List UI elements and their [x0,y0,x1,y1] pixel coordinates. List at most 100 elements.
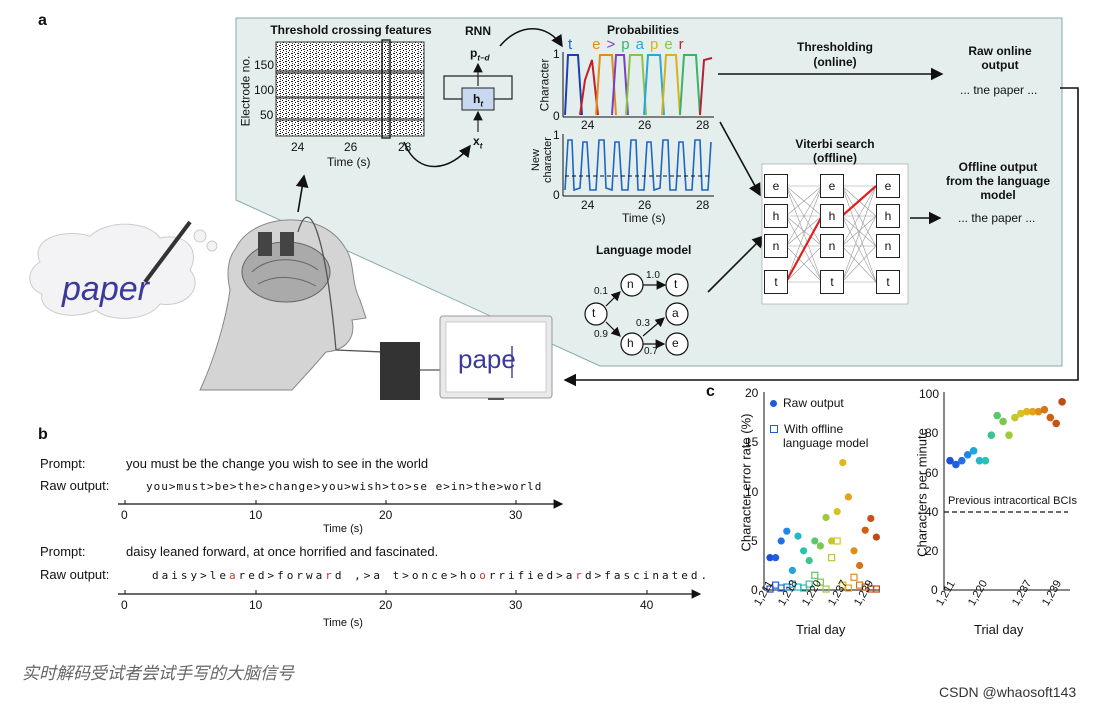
right-xtick-3: 1,237 [1010,578,1035,608]
left-xtick-4: 1,237 [826,578,851,608]
viterbi-sub: (offline) [813,151,857,165]
cpm-point [1011,413,1019,422]
raw-1-label: Raw output: [40,478,110,493]
b1-tick-10: 10 [249,508,263,522]
raster-xlabel: Time (s) [327,155,371,169]
lm-node-h: h [627,336,634,350]
left-ytick-0: 0 [751,583,758,597]
cpm-point [1022,407,1031,416]
newchar-ytick-1: 1 [553,128,560,142]
raw-output-point [822,513,830,522]
newchar-ylabel: New character [530,137,554,183]
electrode-axis-label: Electrode no. [238,55,253,127]
raw-2-text: daisy>leared>forward ,>a t>once>hoorrifi… [152,569,711,582]
cpm-point [1040,405,1049,414]
b1-xlabel: Time (s) [323,523,363,535]
cpm-point [946,456,954,465]
raw-output-point [811,537,819,545]
right-ytick-20: 20 [925,544,939,558]
raw-1-text: you>must>be>the>change>you>wish>to>se e>… [146,480,543,493]
right-ytick-100: 100 [919,387,940,401]
raster-xtick-26: 26 [344,140,358,154]
raw-output-point [872,533,881,541]
b2-tick-40: 40 [640,598,654,612]
left-ytick-5: 5 [751,534,758,548]
offline-output-point [850,573,858,581]
raw-output-point [800,547,808,555]
cpm-point [1034,407,1043,416]
raw-output-point [856,561,864,570]
new-character-plot [562,134,714,197]
raw-output-point [777,537,785,545]
cpm-point [1005,431,1013,439]
prev-bci-label: Previous intracortical BCIs [948,495,1077,507]
legend-raw: Raw output [770,396,844,410]
probability-plot [562,52,714,118]
lm-node-e: e [672,336,679,350]
lm-node-t2: t [674,277,678,291]
prob-xtick-28: 28 [696,118,710,132]
prompt-2-text: daisy leaned forward, at once horrified … [126,544,439,559]
prob-xtick-26: 26 [638,118,652,132]
raw-output-point [772,554,780,562]
cpm-point [963,450,972,459]
b1-tick-30: 30 [509,508,523,522]
b1-tick-20: 20 [379,508,393,522]
b1-tick-0: 0 [121,508,128,522]
raster-plot [275,41,425,137]
lm-node-n: n [627,277,634,291]
rnn-hidden-label: ht [473,92,484,109]
probability-ylabel: Character [537,58,552,112]
language-model-graph [605,280,667,349]
left-xtick-5: 1,239 [852,578,877,608]
raw-output-point [783,527,791,535]
raster-xtick-24: 24 [291,140,305,154]
rnn-title: RNN [465,24,491,38]
raw-output-point [766,554,774,562]
thought-bubble [29,223,218,319]
prompt-2-label: Prompt: [40,544,86,559]
cpm-point [993,411,1001,420]
b2-tick-0: 0 [121,598,128,612]
computer-box [380,342,420,400]
raw-output-point [816,542,825,550]
electrode-tick-100: 100 [254,83,275,97]
cpm-point [958,456,966,465]
electrode-tick-150: 150 [254,58,275,72]
prob-xtick-24: 24 [581,118,595,132]
prob-ytick-1: 1 [553,47,560,61]
cpm-point [969,447,978,455]
raw-output-point [788,566,797,575]
cpm-point [975,456,984,465]
left-xlabel: Trial day [796,622,846,637]
right-ytick-0: 0 [931,583,938,597]
newchar-xtick-26: 26 [638,198,652,212]
cpm-point [981,456,990,465]
raw-output-point [861,526,869,534]
screen-text: pape [458,344,516,374]
left-ytick-20: 20 [745,386,759,400]
raw-output-point [850,547,858,555]
viterbi-title: Viterbi search [795,137,875,151]
b2-tick-20: 20 [379,598,393,612]
thresholding-sub: (online) [813,55,857,69]
raw-output-point [794,532,802,540]
newchar-xtick-24: 24 [581,198,595,212]
prompt-1-text: you must be the change you wish to see i… [126,456,429,471]
prompt-1-label: Prompt: [40,456,86,471]
right-xlabel: Trial day [974,622,1024,637]
raw-online-title: Raw online output [968,44,1032,72]
raw-output-point [805,557,813,565]
rnn-input-label: xt [473,134,483,151]
cpm-point [952,460,960,469]
panel-c-letter: c [706,383,715,400]
right-ytick-80: 80 [925,426,939,440]
cpm-point [987,431,996,439]
paper-word: paper [61,270,151,308]
left-ytick-15: 15 [745,435,759,449]
right-ytick-40: 40 [925,505,939,519]
left-xtick-3: 1,220 [800,578,825,608]
raw-2-label: Raw output: [40,567,110,582]
